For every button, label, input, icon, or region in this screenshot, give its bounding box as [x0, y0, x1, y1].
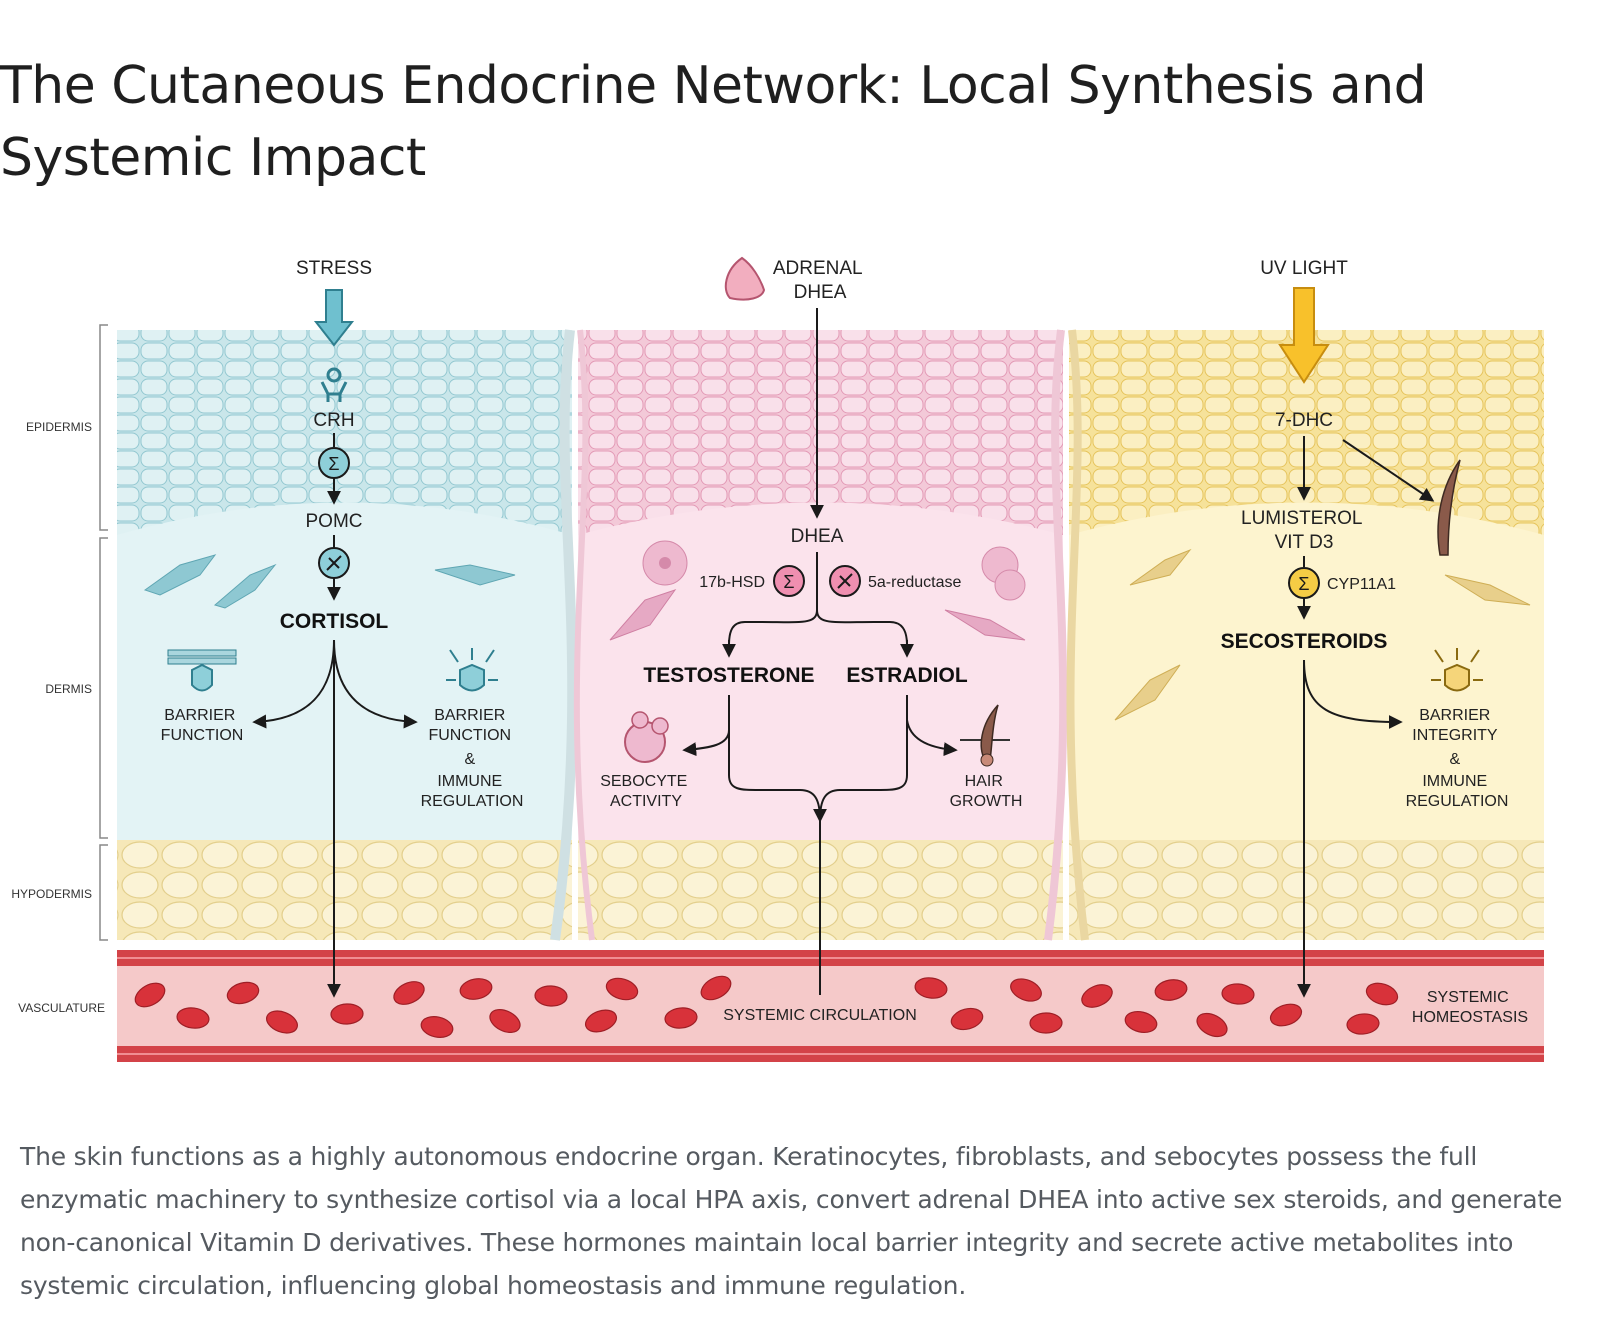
barrier-shield-icon: [167, 649, 237, 692]
person-icon: [320, 367, 348, 402]
page-title: The Cutaneous Endocrine Network: Local S…: [0, 56, 1427, 188]
dhea-epidermis: [578, 330, 1063, 535]
layer-label-vasculature: VASCULATURE: [18, 1001, 105, 1015]
immune-shield-icon-uv: [1431, 648, 1483, 692]
red-blood-cell: [176, 1007, 210, 1029]
divider-strand-left: [550, 329, 578, 941]
stress-arrow: [313, 289, 355, 347]
7dhc-label: 7-DHC: [1275, 410, 1333, 431]
red-blood-cell: [134, 982, 166, 1008]
cleave-enzyme-icon-stress: [318, 547, 350, 579]
dhea-label: DHEA: [791, 526, 844, 547]
layer-label-dermis: DERMIS: [45, 682, 92, 696]
svg-text:Σ: Σ: [1298, 574, 1309, 594]
sigma-enzyme-icon-stress: Σ: [318, 447, 350, 479]
diagram-caption: The skin functions as a highly autonomou…: [20, 1142, 1563, 1300]
hair-follicle-icon: [960, 704, 1010, 767]
sigma-enzyme-icon-uv: Σ: [1288, 567, 1320, 599]
red-blood-cell: [420, 1016, 454, 1038]
stress-epidermis: [117, 330, 572, 535]
blood-vessel: [117, 950, 1544, 1062]
red-blood-cell: [914, 977, 948, 999]
red-blood-cell: [1124, 1011, 1158, 1033]
layer-label-hypodermis: HYPODERMIS: [11, 887, 92, 901]
red-blood-cell: [393, 981, 425, 1005]
red-blood-cell: [330, 1003, 364, 1025]
barrier-function-left: BARRIER FUNCTION: [161, 707, 244, 744]
adrenal-gland-icon: [724, 256, 766, 301]
reductase-enzyme-icon: [829, 565, 861, 597]
sebocyte-cells: [642, 540, 1026, 601]
pomc-label: POMC: [306, 511, 363, 532]
red-blood-cell: [534, 985, 568, 1007]
sebocyte-icon: [624, 711, 669, 763]
dhea-branch: [728, 552, 908, 646]
sigma-enzyme-icon-dhea: Σ: [773, 565, 805, 597]
stress-label: STRESS: [296, 258, 372, 279]
systemic-circulation-label: SYSTEMIC CIRCULATION: [723, 1007, 917, 1024]
uv-arrow: [1278, 287, 1330, 384]
red-blood-cell: [950, 1007, 984, 1031]
uv-light-label: UV LIGHT: [1260, 258, 1348, 279]
red-blood-cell: [1154, 979, 1188, 1001]
adrenal-dhea-label: ADRENAL DHEA: [773, 258, 867, 303]
red-blood-cell: [1365, 982, 1399, 1006]
red-blood-cell: [605, 977, 639, 1001]
red-blood-cell: [459, 978, 493, 1000]
red-blood-cell: [489, 1008, 521, 1034]
fibroblast-cells: [143, 548, 1531, 721]
red-blood-cell: [226, 981, 260, 1005]
stress-panel: [117, 330, 572, 940]
enzyme-17b-hsd: 17b-HSD: [699, 574, 765, 591]
lumisterol-label: LUMISTEROL VIT D3: [1241, 508, 1367, 553]
enzyme-5a-reductase: 5a-reductase: [868, 574, 961, 591]
red-blood-cell: [664, 1007, 698, 1029]
red-blood-cell: [584, 1009, 618, 1033]
secosteroids-to-barrier: [1303, 659, 1403, 729]
cortisol-to-barrier-right: [333, 639, 418, 729]
red-blood-cell: [1221, 983, 1255, 1005]
svg-text:Σ: Σ: [783, 572, 794, 592]
hair-icon-uv: [1437, 459, 1461, 556]
barrier-immune-stress: BARRIER FUNCTION & IMMUNE REGULATION: [421, 707, 524, 810]
secosteroids-label: SECOSTEROIDS: [1221, 630, 1388, 653]
testosterone-label: TESTOSTERONE: [643, 664, 814, 687]
red-blood-cells: [134, 975, 1399, 1038]
red-blood-cell: [1196, 1012, 1228, 1038]
svg-text:Σ: Σ: [328, 454, 339, 474]
red-blood-cell: [266, 1010, 298, 1034]
cortisol-label: CORTISOL: [280, 610, 389, 633]
hair-growth-label: HAIR GROWTH: [950, 773, 1023, 810]
red-blood-cell: [700, 975, 732, 1001]
red-blood-cell: [1269, 1003, 1303, 1027]
red-blood-cell: [1029, 1012, 1063, 1034]
sex-steroids-to-blood: [728, 720, 908, 995]
uv-epidermis: [1069, 330, 1544, 535]
barrier-immune-uv: BARRIER INTEGRITY & IMMUNE REGULATION: [1406, 707, 1509, 810]
layer-brackets: [99, 324, 108, 941]
red-blood-cell: [1346, 1013, 1380, 1035]
immune-shield-icon-stress: [446, 648, 498, 692]
cortisol-to-barrier-left: [252, 639, 335, 729]
estradiol-label: ESTRADIOL: [846, 664, 968, 687]
crh-label: CRH: [313, 410, 354, 431]
systemic-homeostasis-label: SYSTEMIC HOMEOSTASIS: [1412, 989, 1528, 1026]
layer-label-epidermis: EPIDERMIS: [26, 420, 92, 434]
cyp11a1-label: CYP11A1: [1327, 576, 1396, 593]
sebocyte-activity-label: SEBOCYTE ACTIVITY: [600, 773, 692, 810]
red-blood-cell: [1081, 984, 1113, 1008]
divider-strand-right: [1044, 329, 1068, 941]
red-blood-cell: [1010, 978, 1042, 1002]
endocrine-diagram: EPIDERMIS DERMIS HYPODERMIS VASCULATURE …: [11, 256, 1544, 1062]
